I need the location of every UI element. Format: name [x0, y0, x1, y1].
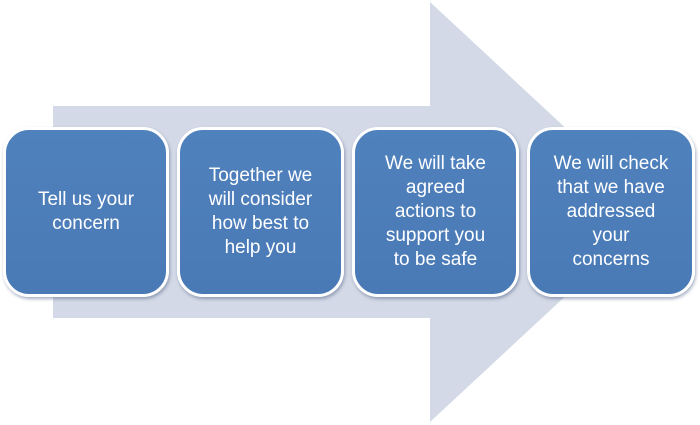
step-box-2: Together we will consider how best to he… [177, 127, 344, 297]
step-box-3: We will take agreed actions to support y… [352, 127, 519, 297]
step-4-text: We will check that we have addressed you… [553, 153, 669, 270]
step-box-1: Tell us your concern [3, 127, 169, 297]
step-2-text: Together we will consider how best to he… [208, 165, 313, 258]
step-box-4: We will check that we have addressed you… [527, 127, 695, 297]
step-1-text: Tell us your concern [37, 189, 135, 234]
step-3-text: We will take agreed actions to support y… [384, 153, 486, 270]
